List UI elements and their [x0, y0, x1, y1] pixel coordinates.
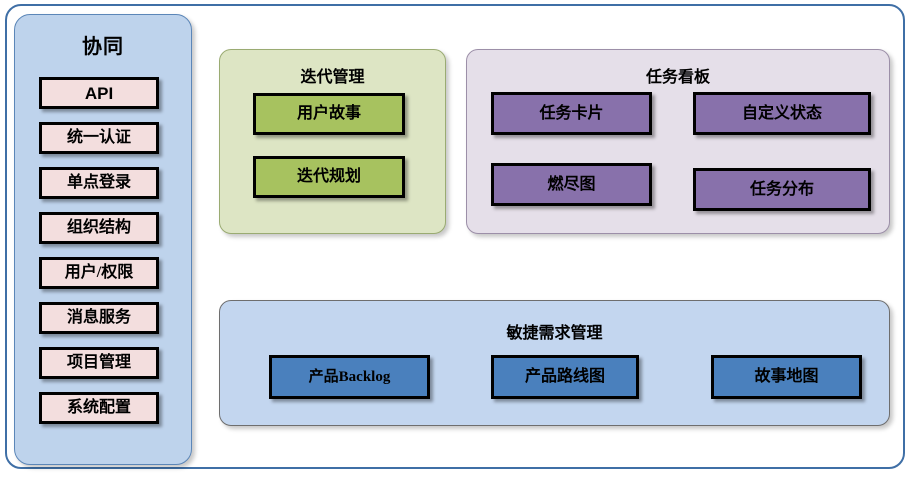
sidebar-item-message-svc[interactable]: 消息服务: [39, 302, 159, 334]
node-task-card[interactable]: 任务卡片: [491, 92, 652, 135]
node-task-distribution[interactable]: 任务分布: [693, 168, 871, 211]
panel-taskboard-title: 任务看板: [645, 69, 710, 86]
node-burndown-chart[interactable]: 燃尽图: [491, 163, 652, 206]
sidebar-item-unified-auth[interactable]: 统一认证: [39, 122, 159, 154]
sidebar-item-sys-config[interactable]: 系统配置: [39, 392, 159, 424]
node-product-backlog[interactable]: 产品Backlog: [269, 355, 430, 399]
panel-task-board[interactable]: 任务看板 任务卡片 自定义状态 燃尽图 任务分布: [466, 49, 890, 234]
node-iteration-planning[interactable]: 迭代规划: [253, 156, 405, 198]
node-story-map[interactable]: 故事地图: [711, 355, 862, 399]
sidebar-item-user-rights[interactable]: 用户/权限: [39, 257, 159, 289]
node-user-story[interactable]: 用户故事: [253, 93, 405, 135]
panel-iteration-title: 迭代管理: [300, 69, 365, 86]
sidebar-item-api[interactable]: API: [39, 77, 159, 109]
node-product-roadmap[interactable]: 产品路线图: [491, 355, 639, 399]
sidebar-item-project-mgmt[interactable]: 项目管理: [39, 347, 159, 379]
node-custom-status[interactable]: 自定义状态: [693, 92, 871, 135]
sidebar-item-sso[interactable]: 单点登录: [39, 167, 159, 199]
panel-agile-requirements[interactable]: 敏捷需求管理 产品Backlog 产品路线图 故事地图: [219, 300, 890, 426]
panel-iteration-management[interactable]: 迭代管理 用户故事 迭代规划: [219, 49, 446, 234]
panel-agile-title: 敏捷需求管理: [506, 325, 603, 342]
sidebar-panel-collaboration[interactable]: 协同 API 统一认证 单点登录 组织结构 用户/权限 消息服务 项目管理 系统…: [14, 14, 192, 465]
sidebar-item-org-structure[interactable]: 组织结构: [39, 212, 159, 244]
sidebar-title: 协同: [82, 36, 124, 58]
